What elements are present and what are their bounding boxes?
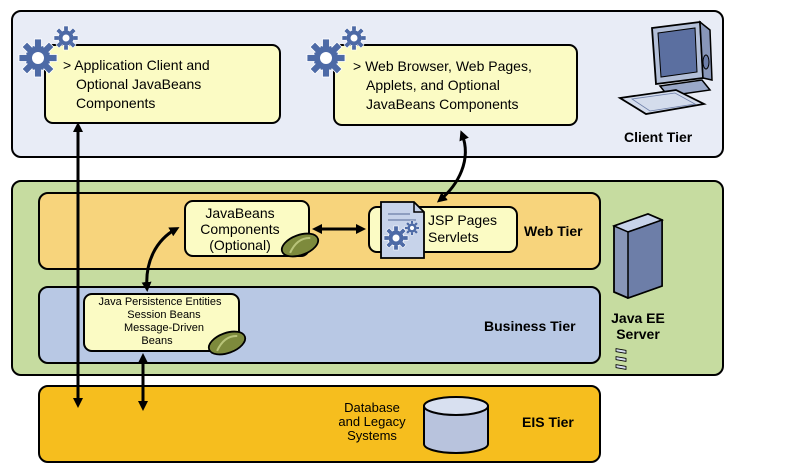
server-tower-icon	[611, 213, 665, 370]
javabeans-components-text: JavaBeans Components (Optional)	[200, 205, 280, 253]
application-client-box	[44, 44, 281, 124]
gear-icon	[404, 220, 420, 236]
database-icon	[423, 396, 489, 454]
client-tier-label: Client Tier	[624, 129, 693, 145]
web-browser-text: > Web Browser, Web Pages, Applets, and O…	[353, 58, 532, 112]
enterprise-beans-text: Java Persistence Entities Session Beans …	[98, 296, 222, 347]
javabean-icon	[204, 326, 250, 360]
web-browser-box	[333, 44, 578, 126]
browser-to-jsp-arrow	[436, 130, 469, 203]
gear-icon	[341, 25, 367, 51]
web-tier-label: Web Tier	[524, 223, 583, 239]
desktop-computer-icon	[617, 20, 713, 115]
gear-icon	[306, 38, 346, 78]
eis-tier-label: EIS Tier	[522, 414, 574, 430]
gear-icon	[53, 25, 79, 51]
javabeans-to-ejb-arrow	[141, 227, 180, 292]
gear-icon	[383, 225, 409, 251]
application-client-text: > Application Client and Optional JavaBe…	[63, 57, 210, 111]
javabean-icon	[277, 228, 323, 262]
gear-icon	[18, 38, 58, 78]
database-label: Database and Legacy Systems	[338, 400, 406, 443]
business-tier-label: Business Tier	[484, 318, 576, 334]
java-ee-server-label: Java EE Server	[611, 310, 665, 342]
jsp-servlets-text: JSP Pages Servlets	[428, 212, 498, 245]
eis-tier-panel	[38, 385, 601, 463]
